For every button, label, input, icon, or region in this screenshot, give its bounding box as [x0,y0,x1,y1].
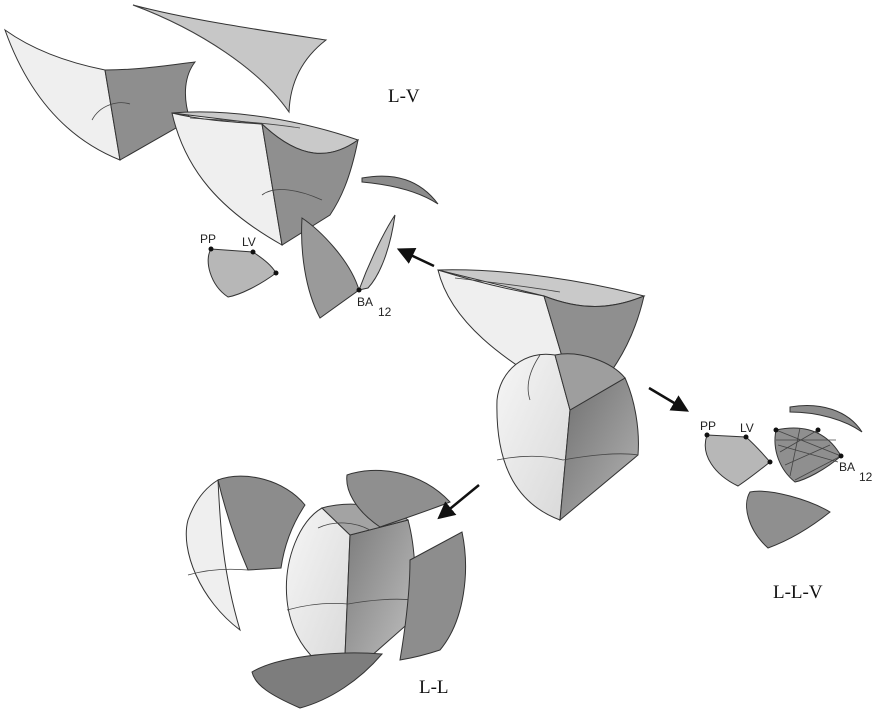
lllv-point-fan-b [815,427,821,433]
arrow-to-lv [396,248,435,268]
arrow-to-lllv [648,386,690,412]
label-ba-2-sub: 12 [859,470,873,484]
label-ba-2: BA [839,460,855,474]
label-ba-1-sub: 12 [378,305,392,319]
lv-point-lv [250,249,256,255]
label-pp-2: PP [700,419,716,433]
lv-sector-piece [301,217,360,319]
label-ll: L-L [419,677,449,698]
lv-small-sliver [361,175,439,205]
lllv-point-fan-a [773,427,779,433]
lv-sector-thin [358,214,396,291]
label-lv-1: LV [242,235,256,249]
label-ba-1: BA [357,295,373,309]
lv-point-pp [208,246,214,252]
central-group [437,269,646,522]
ll-top-lid [346,469,451,528]
lllv-point-ba [838,453,844,459]
lllv-point-pp [704,432,710,438]
label-lv-2: LV [740,421,754,435]
lv-cone-dark [261,122,359,246]
ll-bottom-piece [251,652,384,709]
lv-base-piece [207,248,277,298]
ll-left-shell [185,479,241,632]
lv-point-corner [273,270,279,276]
lv-lune-shell [3,28,121,161]
arrow-to-ll [437,484,480,520]
label-lv: L-V [388,86,420,107]
ll-left-dark [217,475,306,571]
ll-group [185,469,466,709]
lllv-base-piece [704,434,771,487]
central-block-top [554,353,626,411]
lv-group [3,4,439,319]
lllv-sliver [789,405,863,433]
lllv-point-corner [767,459,773,465]
label-pp-1: PP [200,232,216,246]
lllv-group [704,405,863,549]
lllv-bottom-piece [746,490,831,549]
ll-right-piece [399,531,466,661]
lv-point-ba [356,287,362,293]
central-block-light [496,353,571,521]
label-lllv: L-L-V [773,582,823,603]
lllv-point-lv [743,434,749,440]
